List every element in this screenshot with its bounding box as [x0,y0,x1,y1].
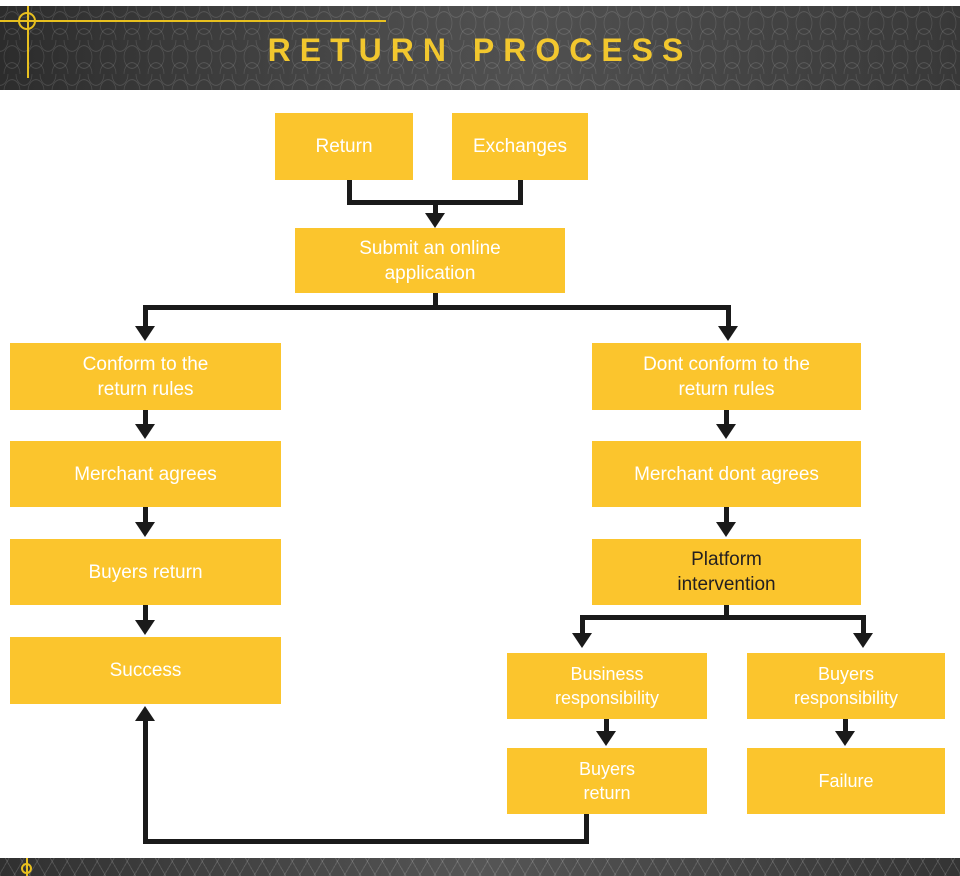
node-exchanges: Exchanges [452,113,588,180]
arrow-into-buyers-return-right [596,731,616,746]
connector-merchant-dont-to-platform [724,507,729,524]
connector-buyers-return-to-success [143,605,148,622]
header-vertical-rule-decoration [27,6,29,78]
node-conform-label-line2: return rules [97,378,194,400]
node-platform-label-line2: intervention [677,574,776,595]
connector-feedback-bar [143,839,589,844]
connector-buyers-resp-to-failure [843,719,848,733]
node-submit-label-line2: application [384,262,476,284]
node-success: Success [10,637,281,704]
arrow-into-dont-conform [718,326,738,341]
arrow-into-buyers-responsibility [853,633,873,648]
arrow-into-merchant-dont-agrees [716,424,736,439]
node-buyers-return-left-label: Buyers return [88,561,203,583]
connector-feedback-down [584,814,589,844]
footer-banner [0,858,960,876]
flowchart-canvas: Return Exchanges Submit an online applic… [0,90,960,858]
node-dont-conform-to-return-rules: Dont conform to the return rules [592,343,861,410]
node-platform-intervention: Platform intervention [592,539,861,605]
arrow-into-success [135,620,155,635]
node-buyers-responsibility-label-line2: responsibility [793,688,899,708]
connector-split-left-down [143,305,148,329]
node-buyers-return-right-label-line1: Buyers [578,759,636,779]
connector-dont-conform-to-merchant-dont [724,410,729,427]
node-success-label: Success [109,660,182,681]
node-conform-to-return-rules: Conform to the return rules [10,343,281,410]
node-buyers-responsibility: Buyers responsibility [747,653,945,719]
node-buyers-responsibility-label-line1: Buyers [817,664,875,684]
arrow-into-business-responsibility [572,633,592,648]
crosshair-circle-icon [18,12,36,30]
connector-feedback-up [143,720,148,839]
arrow-into-submit [425,213,445,228]
connector-split-bar-main [143,305,731,310]
node-return: Return [275,113,413,180]
header-banner: RETURN PROCESS [0,6,960,90]
node-business-responsibility-label-line2: responsibility [554,688,660,708]
node-failure: Failure [747,748,945,814]
header-horizontal-rule-decoration [0,20,386,22]
connector-platform-split-left-down [580,615,585,635]
page-title: RETURN PROCESS [267,32,693,68]
node-dont-conform-label-line1: Dont conform to the [643,353,810,375]
connector-platform-split-right-down [861,615,866,635]
connector-exchanges-down [518,180,523,204]
arrow-into-merchant-agrees [135,424,155,439]
node-buyers-return-right-label-line2: return [583,783,631,803]
node-merchant-agrees-label: Merchant agrees [74,463,217,485]
connector-conform-to-merchant [143,410,148,427]
node-merchant-agrees: Merchant agrees [10,441,281,507]
node-submit-label-line1: Submit an online [359,237,501,259]
node-buyers-return-right: Buyers return [507,748,707,814]
connector-platform-split-bar [580,615,866,620]
node-business-responsibility: Business responsibility [507,653,707,719]
arrow-into-conform [135,326,155,341]
node-failure-label: Failure [818,771,874,791]
arrow-into-platform-intervention [716,522,736,537]
node-submit-application: Submit an online application [295,228,565,293]
arrow-into-failure [835,731,855,746]
connector-business-resp-to-buyers-return [604,719,609,733]
node-platform-label-line1: Platform [691,549,762,570]
node-merchant-dont-agrees-label: Merchant dont agrees [634,463,819,485]
footer-vertical-rule-decoration [26,858,28,876]
connector-merchant-to-buyers-return [143,507,148,524]
connector-split-right-down [726,305,731,329]
connector-platform-stem [724,605,729,620]
arrow-into-buyers-return-left [135,522,155,537]
node-return-label: Return [315,136,373,157]
node-conform-label-line1: Conform to the [82,353,209,375]
arrow-feedback-into-success [135,706,155,721]
node-buyers-return-left: Buyers return [10,539,281,605]
connector-submit-stem [433,293,438,310]
node-exchanges-label: Exchanges [472,136,567,157]
node-merchant-dont-agrees: Merchant dont agrees [592,441,861,507]
connector-return-down [347,180,352,204]
node-dont-conform-label-line2: return rules [678,378,775,400]
node-business-responsibility-label-line1: Business [570,664,644,684]
connector-merge-stem [433,200,438,217]
